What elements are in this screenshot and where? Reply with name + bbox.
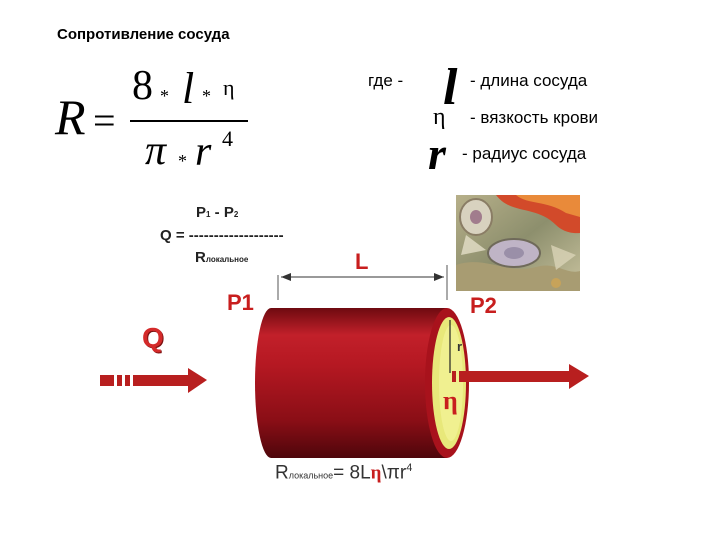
- length-label: L: [355, 249, 369, 274]
- formula-fraction-line: [130, 120, 248, 122]
- pressure-p2-label: P2: [470, 293, 497, 318]
- flow-stripe-2: [117, 375, 122, 386]
- formula-length: l: [182, 64, 195, 113]
- dimension-arrow-right: [434, 273, 444, 281]
- radius-label: r: [457, 339, 463, 354]
- formula-r-symbol: R: [55, 89, 86, 145]
- formula-pi: π: [145, 128, 167, 174]
- flow-stripe-out-1: [452, 371, 456, 382]
- resistance-local-formula: Rлокальное= 8Lη\πr4: [275, 462, 413, 484]
- formula-power: 4: [222, 126, 233, 151]
- formula-star-1: *: [160, 86, 169, 106]
- formula-viscosity: η: [223, 75, 235, 100]
- q-formula-line: Q = -------------------: [160, 227, 284, 244]
- flow-arrow-in-shaft: [133, 375, 188, 386]
- legend-r-symbol: r: [428, 128, 446, 179]
- pressure-p1-label: P1: [227, 290, 254, 315]
- q-formula-numerator: P1 - P2: [196, 204, 239, 221]
- legend-l-desc: - длина сосуда: [470, 71, 588, 90]
- legend-l-symbol: l: [443, 59, 458, 116]
- flow-stripe-3: [125, 375, 130, 386]
- page-title: Сопротивление сосуда: [57, 26, 230, 43]
- flow-arrow-out-shaft: [459, 371, 569, 382]
- dimension-arrow-left: [281, 273, 291, 281]
- formula-star-2: *: [202, 86, 211, 106]
- formula-eight: 8: [132, 63, 153, 109]
- vessel-diagram: [100, 265, 589, 458]
- flow-q-label: Q: [142, 322, 164, 353]
- formula-equals: =: [93, 98, 116, 143]
- viscosity-label: η: [443, 386, 458, 415]
- flow-arrow-in-head: [188, 368, 207, 393]
- legend-eta-symbol: η: [433, 104, 446, 130]
- formula-star-3: *: [178, 151, 187, 171]
- legend-where: где -: [368, 71, 404, 90]
- legend-eta-desc: - вязкость крови: [470, 108, 599, 127]
- vessel-body: [255, 308, 447, 458]
- flow-arrow-out-head: [569, 364, 589, 389]
- q-formula-denominator: Rлокальное: [195, 249, 249, 266]
- flow-stripe-1: [100, 375, 114, 386]
- legend-r-desc: - радиус сосуда: [462, 144, 587, 163]
- tissue-photo: [456, 195, 580, 291]
- formula-radius: r: [195, 129, 212, 175]
